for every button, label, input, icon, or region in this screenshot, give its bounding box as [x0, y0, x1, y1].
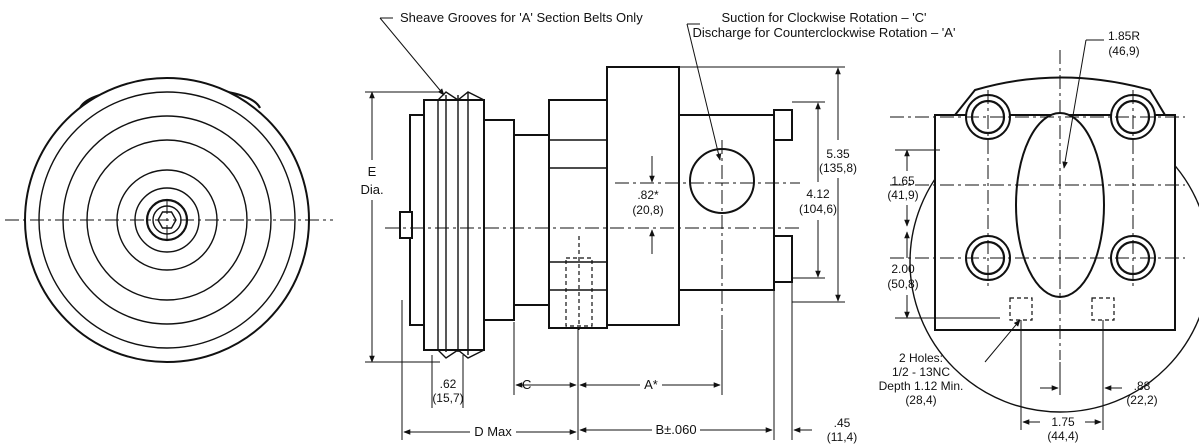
upper-spacing-dim: 1.65	[891, 174, 915, 188]
lower-spacing-dim: 2.00	[891, 262, 915, 276]
radius-mm: (46,9)	[1108, 44, 1139, 58]
dimension-lines	[365, 17, 1122, 440]
flange-thk-dim: .45	[834, 416, 851, 430]
sheave-grooves-callout: Sheave Grooves for 'A' Section Belts Onl…	[400, 10, 643, 25]
side-view	[385, 66, 800, 359]
c-dim: C	[522, 377, 531, 392]
suction-callout: Suction for Clockwise Rotation – 'C'	[721, 10, 926, 25]
groove-width-dim: .62	[440, 377, 457, 391]
lower-spacing-mm: (50,8)	[887, 277, 918, 291]
hole-offset-dim: .88	[1134, 379, 1151, 393]
discharge-callout: Discharge for Counterclockwise Rotation …	[693, 25, 956, 40]
overall-height-mm: (135,8)	[819, 161, 857, 175]
hole-offset-mm: (22,2)	[1126, 393, 1157, 407]
labels: Sheave Grooves for 'A' Section Belts Onl…	[360, 10, 1157, 444]
end-view	[890, 50, 1199, 413]
bolt-height-dim: 4.12	[806, 187, 830, 201]
radius-dim: 1.85R	[1108, 29, 1140, 43]
port-offset-dim: .82*	[637, 188, 659, 202]
a-dim: A*	[644, 377, 658, 392]
holes-depth-mm: (28,4)	[905, 393, 936, 407]
holes-depth: Depth 1.12 Min.	[879, 379, 964, 393]
hole-spacing-dim: 1.75	[1051, 415, 1075, 429]
groove-width-mm: (15,7)	[432, 391, 463, 405]
d-max-dim: D Max	[474, 424, 512, 439]
holes-thread: 1/2 - 13NC	[892, 365, 950, 379]
flange-thk-mm: (11,4)	[827, 430, 857, 444]
e-dia-label: Dia.	[360, 182, 383, 197]
b-dim: B±.060	[655, 422, 696, 437]
front-view	[5, 77, 333, 363]
holes-title: 2 Holes:	[899, 351, 943, 365]
hole-spacing-mm: (44,4)	[1047, 429, 1078, 443]
bolt-height-mm: (104,6)	[799, 202, 837, 216]
upper-spacing-mm: (41,9)	[887, 188, 918, 202]
e-label: E	[368, 164, 377, 179]
overall-height-dim: 5.35	[826, 147, 850, 161]
port-offset-mm: (20,8)	[632, 203, 663, 217]
